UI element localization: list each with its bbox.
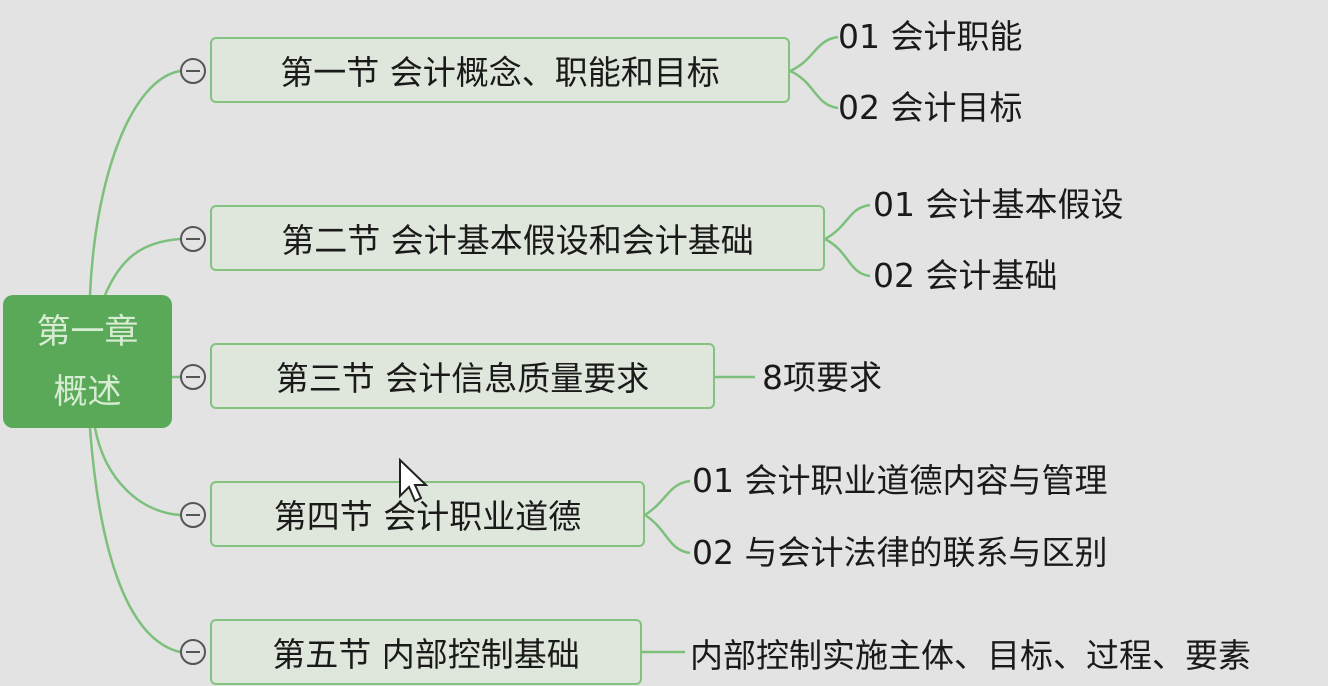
topic-node[interactable]: 01 会计职能 [838,17,1023,56]
topic-node[interactable]: 内部控制实施主体、目标、过程、要素 [690,636,1251,675]
root-node[interactable]: 第一章 概述 [3,295,172,428]
topic-node[interactable]: 02 会计基础 [873,256,1058,295]
mouse-cursor-icon [399,458,428,503]
topic-node[interactable]: 02 会计目标 [838,88,1023,127]
root-subtitle: 概述 [53,371,122,412]
collapse-toggle-icon[interactable] [180,502,206,528]
topic-node[interactable]: 01 会计职业道德内容与管理 [692,461,1108,500]
collapse-toggle-icon[interactable] [180,639,206,665]
root-title: 第一章 [36,311,139,352]
topic-node[interactable]: 8项要求 [762,358,882,397]
collapse-toggle-icon[interactable] [180,364,206,390]
section-node-5[interactable]: 第五节 内部控制基础 [210,619,642,685]
collapse-toggle-icon[interactable] [180,58,206,84]
section-node-2[interactable]: 第二节 会计基本假设和会计基础 [210,205,825,271]
section-node-3[interactable]: 第三节 会计信息质量要求 [210,343,715,409]
section-node-4[interactable]: 第四节 会计职业道德 [210,481,645,547]
topic-node[interactable]: 01 会计基本假设 [873,185,1124,224]
collapse-toggle-icon[interactable] [180,226,206,252]
section-node-1[interactable]: 第一节 会计概念、职能和目标 [210,37,790,103]
topic-node[interactable]: 02 与会计法律的联系与区别 [692,533,1108,572]
